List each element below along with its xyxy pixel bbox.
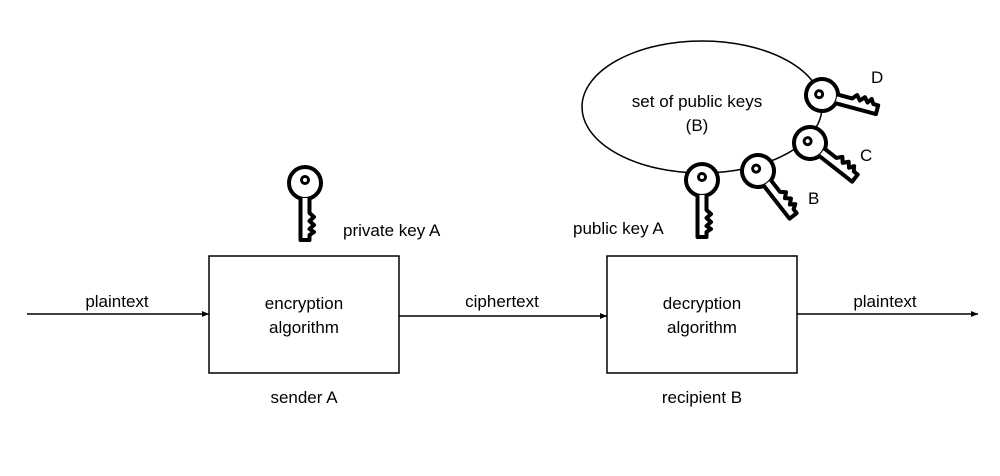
keyring-key-c-icon [785,118,867,193]
public-key-label: public key A [573,219,664,238]
decryption-box [606,255,798,374]
output-label: plaintext [853,292,917,311]
private-key-label: private key A [343,221,441,240]
keyring-label-line1: set of public keys [632,92,762,111]
encryption-box-line1: encryption [265,294,343,313]
keyring-key-b-label: B [808,189,819,208]
keyring-label-line2: (B) [686,116,709,135]
sender-caption: sender A [270,388,338,407]
input-label: plaintext [85,292,149,311]
ciphertext-label: ciphertext [465,292,539,311]
decryption-box-line1: decryption [663,294,741,313]
keyring-key-d-label: D [871,68,883,87]
private-key-icon [287,165,323,242]
keyring-key-b-icon [733,146,808,228]
encryption-box-line2: algorithm [269,318,339,337]
encryption-box [208,255,400,374]
keyring-key-c-label: C [860,146,872,165]
decryption-box-line2: algorithm [667,318,737,337]
recipient-caption: recipient B [662,388,742,407]
public-key-icon [684,162,720,239]
